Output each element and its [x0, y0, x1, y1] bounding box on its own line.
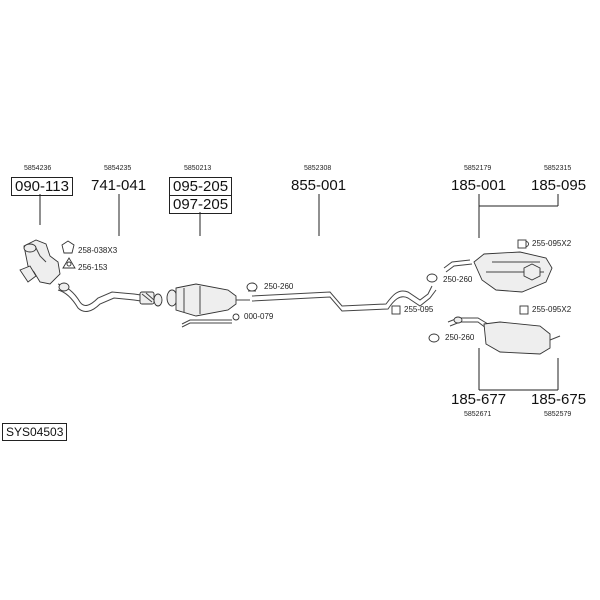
part-number-741-041[interactable]: 741-041 [91, 177, 147, 194]
gasket-icon-258-038 [61, 240, 75, 254]
rear-silencer-top-drawing [443, 241, 553, 293]
part-number-095-205[interactable]: 095-205 [169, 177, 233, 196]
rear-silencer-bottom-drawing [447, 316, 561, 355]
ref-number-5854235: 5854235 [104, 165, 132, 172]
part-number-185-095[interactable]: 185-095 [531, 177, 587, 194]
ref-number-5852671: 5852671 [464, 411, 492, 418]
bracket-icon-255-095 [391, 305, 401, 315]
ref-number-5852308: 5852308 [304, 165, 332, 172]
part-number-185-001[interactable]: 185-001 [451, 177, 507, 194]
accessory-label-256-153[interactable]: 256-153 [78, 263, 108, 272]
bracket-icon-255-095x2-top [517, 239, 527, 249]
part-number-090-113[interactable]: 090-113 [11, 177, 73, 196]
part-number-855-001[interactable]: 855-001 [291, 177, 347, 194]
clamp-icon-250-260-middle [246, 282, 258, 292]
accessory-label-258-038x3[interactable]: 258-038X3 [78, 246, 118, 255]
ref-number-5852179: 5852179 [464, 165, 492, 172]
ref-number-5852579: 5852579 [544, 411, 572, 418]
clamp-icon-000-079 [232, 313, 240, 321]
front-pipe-drawing [57, 282, 163, 312]
accessory-label-255-095[interactable]: 255-095 [404, 305, 434, 314]
part-number-185-677[interactable]: 185-677 [451, 391, 507, 408]
part-number-185-675[interactable]: 185-675 [531, 391, 587, 408]
system-code-label: SYS04503 [2, 423, 68, 441]
ref-number-5854236: 5854236 [24, 165, 52, 172]
clamp-icon-250-260-bottom [428, 333, 440, 343]
accessory-label-255-095x2-bottom[interactable]: 255-095X2 [532, 305, 572, 314]
accessory-label-255-095x2-top[interactable]: 255-095X2 [532, 239, 572, 248]
catalytic-converter-drawing [19, 239, 61, 285]
ref-number-5852315: 5852315 [544, 165, 572, 172]
accessory-label-250-260-top[interactable]: 250-260 [443, 275, 473, 284]
accessory-label-250-260-bottom[interactable]: 250-260 [445, 333, 475, 342]
gasket-icon-256-153 [62, 257, 76, 269]
part-number-097-205[interactable]: 097-205 [169, 195, 233, 214]
middle-silencer-drawing [166, 283, 250, 328]
ref-number-5850213: 5850213 [184, 165, 212, 172]
accessory-label-000-079[interactable]: 000-079 [244, 312, 274, 321]
intermediate-pipe-drawing [251, 285, 437, 312]
clamp-icon-250-260-top [426, 273, 438, 283]
bracket-icon-255-095x2-bottom [519, 305, 529, 315]
accessory-label-250-260-middle[interactable]: 250-260 [264, 282, 294, 291]
